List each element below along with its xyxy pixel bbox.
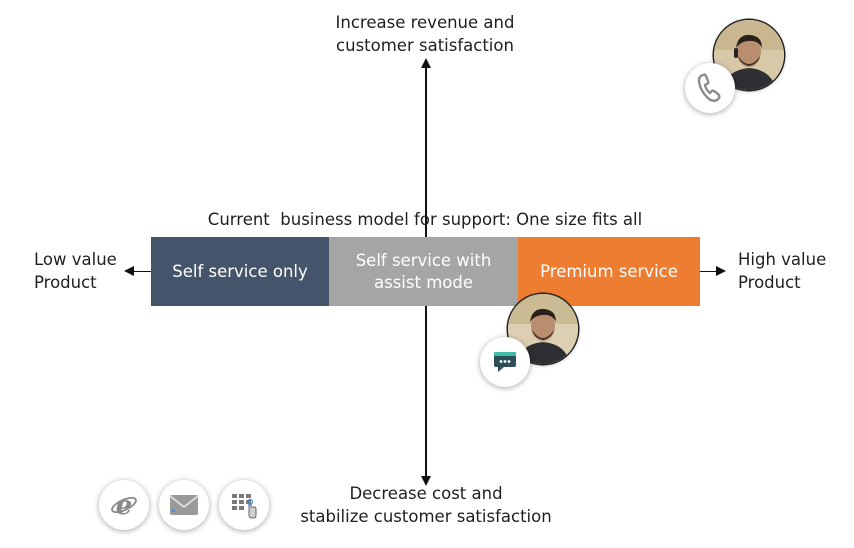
segment-self-service-only-label: Self service only — [172, 261, 308, 281]
browser-bubble: e — [99, 480, 149, 530]
left-axis-label-line-2: Product — [34, 273, 97, 292]
axis-arrowhead-up — [421, 58, 431, 68]
phone-bubble — [685, 63, 735, 113]
bottom-axis-label: Decrease cost and stabilize customer sat… — [276, 482, 576, 528]
right-axis-label-line-1: High value — [738, 250, 827, 269]
keypad-bubble — [219, 480, 269, 530]
email-bubble — [159, 480, 209, 530]
right-axis-label: High value Product — [738, 248, 838, 294]
model-title: Current business model for support: One … — [207, 210, 643, 229]
segment-self-service-assist-label: Self service with assist mode — [355, 250, 492, 292]
left-axis-label-line-1: Low value — [34, 250, 117, 269]
svg-text:e: e — [116, 491, 133, 519]
bottom-axis-label-line-2: stabilize customer satisfaction — [300, 507, 552, 526]
axis-arrowhead-left — [124, 266, 134, 276]
axis-arrowhead-right — [716, 266, 726, 276]
top-axis-label: Increase revenue and customer satisfacti… — [300, 11, 550, 57]
chat-bubble — [480, 337, 530, 387]
right-axis-label-line-2: Product — [738, 273, 801, 292]
right-axis-line — [700, 270, 717, 272]
phone-icon — [697, 73, 721, 102]
left-axis-line — [131, 270, 151, 272]
chat-icon — [494, 352, 516, 372]
segment-self-service-only: Self service only — [151, 237, 329, 306]
email-icon — [169, 495, 199, 515]
segment-self-service-assist: Self service with assist mode — [329, 237, 518, 306]
keypad-touch-icon — [232, 494, 257, 519]
top-axis-label-line-1: Increase revenue and — [335, 13, 515, 32]
left-axis-label: Low value Product — [34, 248, 129, 294]
axis-arrowhead-down — [421, 476, 431, 486]
internet-explorer-icon: e — [111, 491, 137, 519]
bottom-axis-label-line-1: Decrease cost and — [349, 484, 503, 503]
segment-premium-service-label: Premium service — [540, 261, 678, 281]
top-axis-label-line-2: customer satisfaction — [336, 36, 514, 55]
